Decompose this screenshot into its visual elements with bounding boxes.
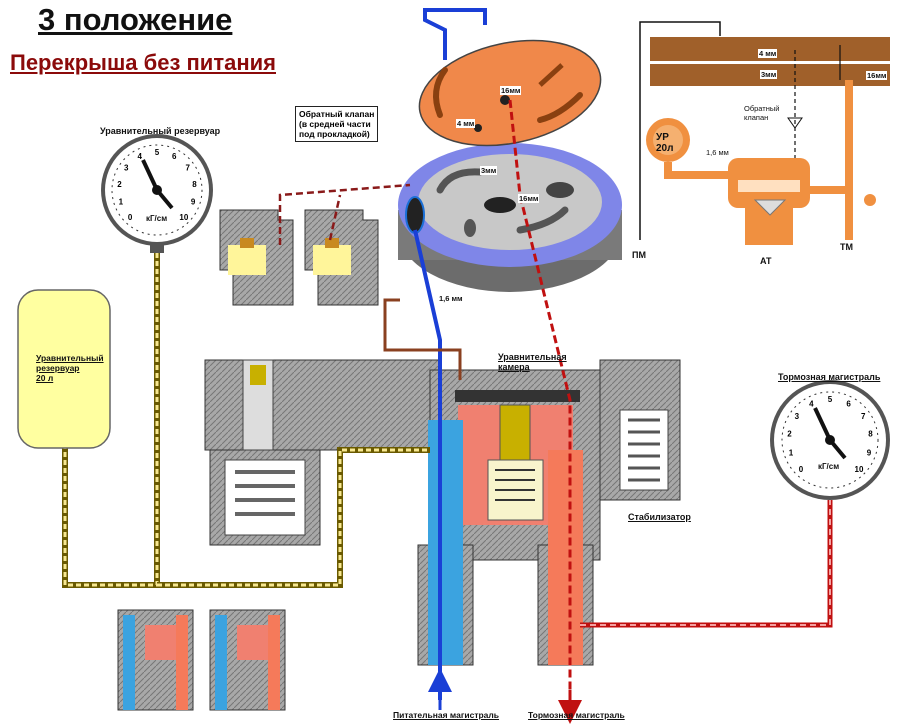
check-valve-housing-left	[219, 209, 294, 306]
eq-tank-label: Уравнительный резервуар 20 л	[36, 353, 104, 383]
brake-line-gauge	[770, 380, 890, 500]
left-gauge-unit: кГ/см	[146, 214, 168, 223]
left-gauge-tick: 5	[155, 148, 160, 157]
schematic-at: АТ	[760, 256, 772, 266]
page-title: 3 положение	[38, 2, 233, 37]
left-gauge-tick: 7	[186, 164, 191, 173]
equalizing-reservoir-tank	[17, 289, 111, 449]
brake-gauge-label: Тормозная магистраль	[778, 372, 881, 382]
schematic-ur: УР 20л	[656, 132, 673, 154]
schematic-3mm: 3мм	[760, 70, 778, 79]
hole-16mm-bottom: 16мм	[518, 194, 540, 203]
feed-line-label: Питательная магистраль	[393, 710, 500, 720]
cutaway-right	[209, 609, 286, 711]
rotary-valve-base	[398, 143, 622, 292]
check-valve-line-3: под прокладкой)	[299, 129, 370, 139]
orifice-pipe	[383, 298, 462, 380]
left-gauge-tick: 10	[179, 213, 188, 222]
right-gauge-tick: 5	[828, 395, 833, 404]
check-valve-pipe	[278, 183, 411, 245]
left-gauge-tick: 6	[172, 152, 177, 161]
schematic-tm: ТМ	[840, 242, 853, 252]
cutaway-left	[117, 609, 194, 711]
schematic-check-valve-line-1: Обратный	[744, 104, 780, 113]
schematic-16mm: 16мм	[866, 71, 888, 80]
schematic-orifice: 1,6 мм	[706, 148, 729, 157]
check-valve-box: Обратный клапан (в средней части под про…	[295, 106, 379, 142]
brake-line-column	[508, 99, 833, 724]
right-gauge-tick: 4	[809, 399, 814, 408]
hole-3mm: 3мм	[480, 166, 498, 175]
right-gauge-unit: кГ/см	[818, 462, 840, 471]
right-gauge-tick: 8	[868, 430, 873, 439]
eq-chamber-line-1: Уравнительная	[498, 352, 567, 362]
schematic-4mm: 4 мм	[758, 49, 778, 58]
check-valve-housing-right	[304, 209, 379, 306]
right-gauge-tick: 9	[867, 449, 872, 458]
stabilizer-label: Стабилизатор	[628, 512, 691, 522]
check-valve-line-2: (в средней части	[299, 119, 371, 129]
right-gauge-tick: 6	[846, 399, 851, 408]
schematic-ur-line-1: УР	[656, 132, 669, 143]
left-gauge-tick: 2	[117, 180, 122, 189]
schematic-check-valve: Обратный клапан	[744, 104, 779, 122]
schematic-pm: ПМ	[632, 250, 646, 260]
hole-16mm-top: 16мм	[500, 86, 522, 95]
orifice-1-6mm: 1,6 мм	[438, 294, 464, 303]
check-valve-line-1: Обратный клапан	[299, 109, 375, 119]
left-gauge-tick: 3	[124, 164, 129, 173]
eq-chamber-line-2: камера	[498, 362, 530, 372]
eq-reservoir-gauge	[101, 134, 213, 253]
right-gauge-tick: 3	[795, 412, 800, 421]
schematic-ur-line-2: 20л	[656, 143, 674, 154]
brake-line-label: Тормозная магистраль	[528, 710, 625, 720]
eq-tank-line-2: резервуар	[36, 363, 80, 373]
feed-line-column	[413, 8, 487, 710]
page-subtitle: Перекрыша без питания	[10, 50, 276, 75]
left-gauge-tick: 1	[119, 198, 124, 207]
left-gauge-tick: 9	[191, 198, 196, 207]
left-gauge-tick: 8	[192, 180, 197, 189]
right-gauge-tick: 0	[799, 465, 804, 474]
hole-4mm: 4 мм	[456, 119, 476, 128]
eq-tank-line-1: Уравнительный	[36, 353, 104, 363]
eq-tank-line-3: 20 л	[36, 373, 54, 383]
equalizing-line	[62, 245, 430, 588]
right-gauge-tick: 1	[789, 449, 794, 458]
right-gauge-tick: 2	[787, 430, 792, 439]
left-gauge-tick: 0	[128, 213, 133, 222]
left-gauge-tick: 4	[138, 152, 143, 161]
right-gauge-tick: 7	[861, 412, 866, 421]
eq-chamber-label: Уравнительная камера	[498, 352, 567, 372]
right-gauge-tick: 10	[855, 465, 864, 474]
eq-reservoir-gauge-label: Уравнительный резервуар	[100, 126, 221, 136]
schematic-check-valve-line-2: клапан	[744, 113, 769, 122]
